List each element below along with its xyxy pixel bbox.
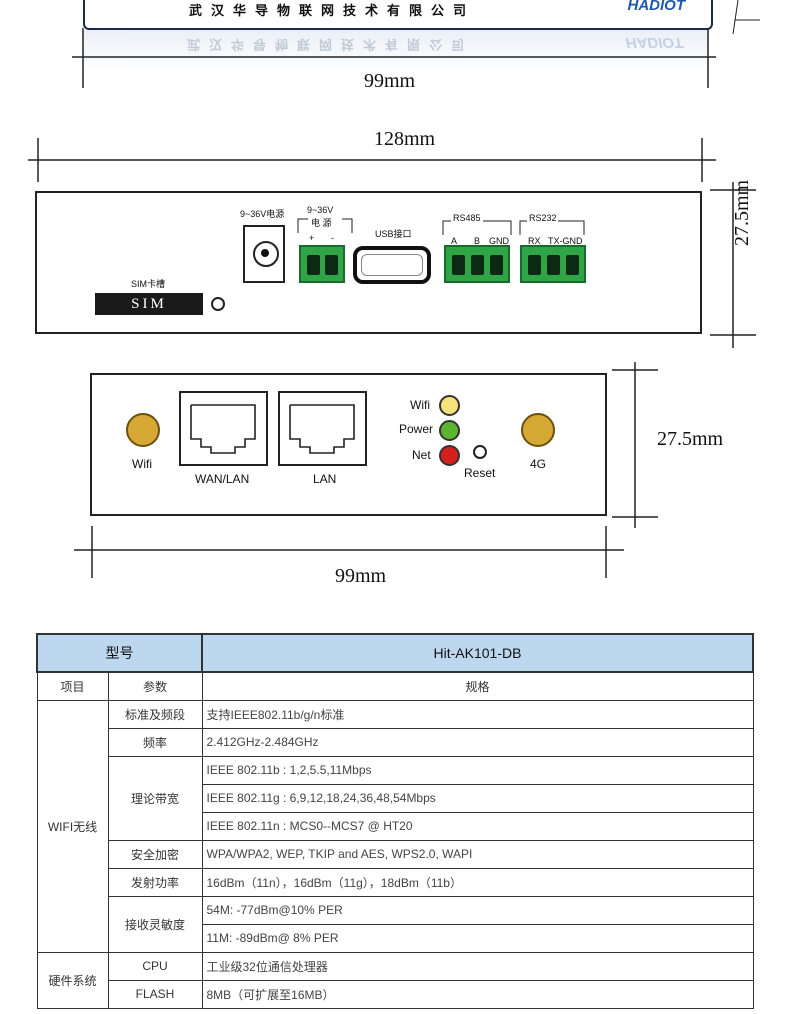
param-cell: 接收灵敏度 xyxy=(107,895,203,953)
value-cell: IEEE 802.11b : 1,2,5.5,11Mbps xyxy=(201,755,754,785)
value-cell: IEEE 802.11n : MCS0--MCS7 @ HT20 xyxy=(201,811,754,841)
terminal-minus: - xyxy=(331,233,334,243)
wan-lan-label: WAN/LAN xyxy=(195,472,250,486)
top-width-label: 99mm xyxy=(364,70,416,92)
table-row: FLASH 8MB（可扩展至16MB） xyxy=(37,979,754,1009)
net-led xyxy=(439,445,460,466)
col-spec: 规格 xyxy=(201,671,754,701)
table-row: 理论带宽 IEEE 802.11b : 1,2,5.5,11Mbps xyxy=(37,755,754,841)
device-top-edge: 武汉华导物联网技术有限公司 HADIOT xyxy=(83,0,713,30)
wifi-antenna-label: Wifi xyxy=(132,457,152,471)
param-cell: 安全加密 xyxy=(107,839,203,869)
value-cell: WPA/WPA2, WEP, TKIP and AES, WPS2.0, WAP… xyxy=(201,839,754,869)
param-cell: 标准及频段 xyxy=(107,699,203,729)
power-jack[interactable] xyxy=(243,225,285,283)
sim-slot-label: SIM卡槽 xyxy=(131,279,166,289)
back-panel: 9~36V电源 9~36V 电 源 + - USB接口 RS485 A B GN… xyxy=(35,191,702,334)
table-row: WIFI无线 标准及频段 支持IEEE802.11b/g/n标准 xyxy=(36,699,754,953)
front-width-label: 99mm xyxy=(335,565,387,587)
4g-antenna-label: 4G xyxy=(530,457,547,471)
power-terminal-block[interactable] xyxy=(299,245,345,283)
lan-port[interactable] xyxy=(278,391,367,466)
table-row: IEEE 802.11g : 6,9,12,18,24,36,48,54Mbps xyxy=(37,783,754,813)
value-cell: IEEE 802.11g : 6,9,12,18,24,36,48,54Mbps xyxy=(201,783,754,813)
back-dimension-lines xyxy=(28,138,756,348)
value-cell: 11M: -89dBm@ 8% PER xyxy=(201,923,754,953)
model-header-label: 型号 xyxy=(36,633,203,673)
rs485-a: A xyxy=(451,236,458,246)
value-cell: 8MB（可扩展至16MB） xyxy=(201,979,754,1009)
power-led xyxy=(439,420,460,441)
param-cell: CPU xyxy=(107,951,203,981)
value-cell: 支持IEEE802.11b/g/n标准 xyxy=(201,699,754,729)
table-row: 发射功率 16dBm（11n），16dBm（11g），18dBm（11b） xyxy=(37,867,754,897)
table-column-header-row: 项目 参数 规格 xyxy=(36,671,754,701)
usb-port[interactable] xyxy=(353,246,431,284)
rs232-label: RS232 xyxy=(529,213,557,223)
top-dimension-lines xyxy=(72,0,760,88)
model-header-value: Hit-AK101-DB xyxy=(201,633,754,673)
value-cell: 2.412GHz-2.484GHz xyxy=(201,727,754,757)
value-cell: 16dBm（11n），16dBm（11g），18dBm（11b） xyxy=(201,867,754,897)
wifi-antenna-connector[interactable] xyxy=(126,413,160,447)
value-cell: 工业级32位通信处理器 xyxy=(201,951,754,981)
rs485-b: B xyxy=(474,236,481,246)
front-dimension-lines xyxy=(74,362,658,578)
param-cell: 理论带宽 xyxy=(107,755,203,841)
wan-lan-port[interactable] xyxy=(179,391,268,466)
table-row: 安全加密 WPA/WPA2, WEP, TKIP and AES, WPS2.0… xyxy=(37,839,754,869)
company-name: 武汉华导物联网技术有限公司 xyxy=(189,3,476,18)
table-row: IEEE 802.11n : MCS0--MCS7 @ HT20 xyxy=(37,811,754,841)
usb-label: USB接口 xyxy=(375,229,412,239)
rs485-label: RS485 xyxy=(453,213,481,223)
sim-slot[interactable]: SIM xyxy=(95,293,203,315)
power-jack-label: 9~36V电源 xyxy=(240,209,285,219)
value-cell: 54M: -77dBm@10% PER xyxy=(201,895,754,925)
wifi-led xyxy=(439,395,460,416)
terminal-plus: + xyxy=(309,233,315,243)
spec-table: 型号 Hit-AK101-DB 项目 参数 规格 WIFI无线 标准及频段 支持… xyxy=(36,633,754,1009)
front-panel: Wifi WAN/LAN LAN Wifi Power Net Reset 4G xyxy=(90,373,607,516)
mid-width-label: 128mm xyxy=(374,128,436,150)
led-power-label: Power xyxy=(399,422,434,436)
rs485-terminal-block[interactable] xyxy=(444,245,510,283)
rs485-gnd: GND xyxy=(489,236,509,246)
terminal-power-sub: 电 源 xyxy=(311,218,332,228)
sim-eject-button[interactable] xyxy=(211,297,225,311)
4g-antenna-connector[interactable] xyxy=(521,413,555,447)
rs232-terminal-block[interactable] xyxy=(520,245,586,283)
param-cell: 频率 xyxy=(107,727,203,757)
table-row: 频率 2.412GHz-2.484GHz xyxy=(37,727,754,757)
table-header-row: 型号 Hit-AK101-DB xyxy=(36,633,754,673)
lan-label: LAN xyxy=(313,472,337,486)
table-row: 硬件系统 CPU 工业级32位通信处理器 xyxy=(36,951,754,1009)
terminal-power-label: 9~36V xyxy=(307,205,334,215)
table-row: 11M: -89dBm@ 8% PER xyxy=(37,923,754,953)
rs485-bracket xyxy=(442,220,512,235)
col-param: 参数 xyxy=(107,671,203,701)
brand-logo: HADIOT xyxy=(627,0,686,14)
led-wifi-label: Wifi xyxy=(410,398,430,412)
terminal-power-bracket xyxy=(297,218,353,233)
group-hw: 硬件系统 xyxy=(36,951,109,1009)
rs232-bracket xyxy=(519,220,585,235)
param-cell: FLASH xyxy=(107,979,203,1009)
reset-label: Reset xyxy=(464,466,496,480)
table-row: 接收灵敏度 54M: -77dBm@10% PER xyxy=(37,895,754,953)
device-reflection: 武汉华导物联网技术有限公司 HADIOT xyxy=(83,30,709,90)
param-cell: 发射功率 xyxy=(107,867,203,897)
group-wifi: WIFI无线 xyxy=(36,699,109,953)
led-net-label: Net xyxy=(412,448,431,462)
col-item: 项目 xyxy=(36,671,109,701)
mid-height-label: 27.5mm xyxy=(731,179,753,246)
rs232-tx-gnd: TX-GND xyxy=(548,236,583,246)
reset-button[interactable] xyxy=(473,445,487,459)
rs232-rx: RX xyxy=(528,236,541,246)
front-height-label: 27.5mm xyxy=(657,428,724,450)
